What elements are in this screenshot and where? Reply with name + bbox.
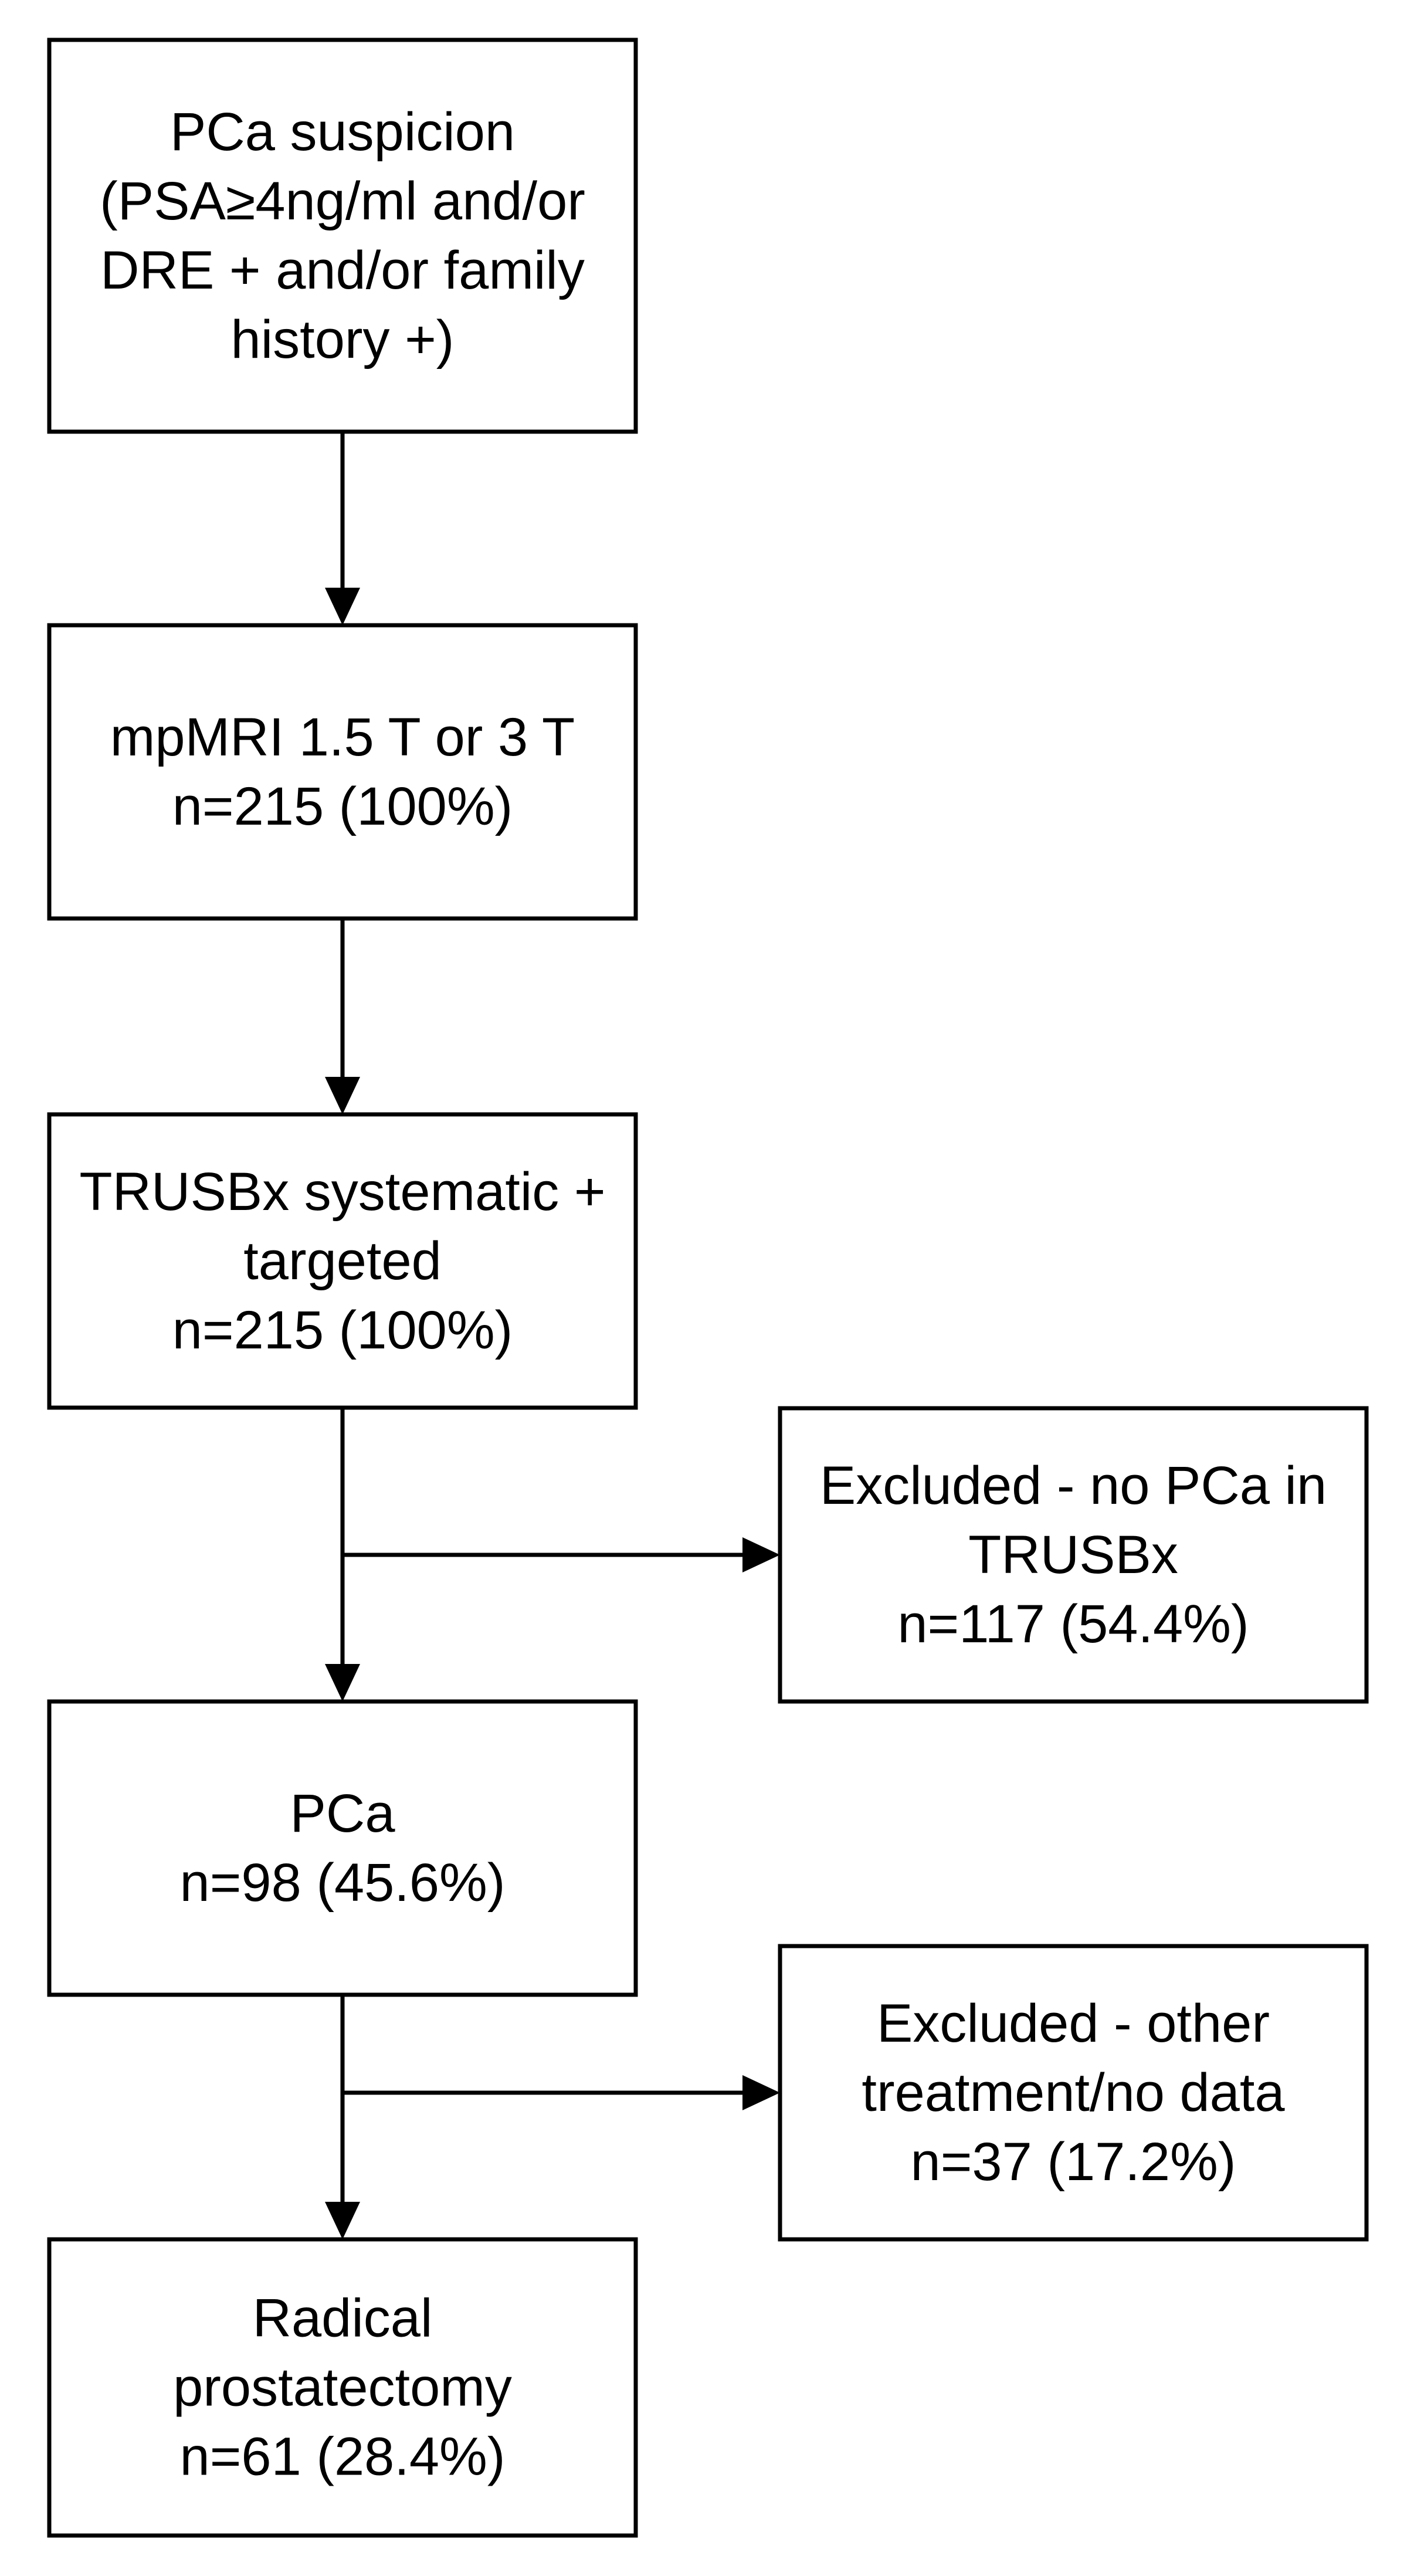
node-label-line: prostatectomy <box>173 2358 512 2418</box>
node-label-line: Excluded - no PCa in <box>820 1456 1327 1516</box>
node-label-line: targeted <box>243 1231 442 1291</box>
node-label-line: PCa <box>290 1784 396 1843</box>
node-box <box>47 623 638 921</box>
edge-mpmri-to-trusbx <box>325 918 360 1114</box>
node-box <box>47 38 638 434</box>
edge-pca-to-radical-prostatectomy <box>325 1995 360 2239</box>
node-trusbx: TRUSBx systematic + targeted n=215 (100%) <box>47 1112 638 1410</box>
node-label-line: (PSA≥4ng/ml and/or <box>100 171 585 231</box>
node-label-line: TRUSBx systematic + <box>79 1162 605 1222</box>
node-box <box>47 1699 638 1997</box>
node-label-line: n=98 (45.6%) <box>180 1853 506 1913</box>
arrowhead <box>325 588 360 625</box>
node-label-line: TRUSBx <box>968 1525 1178 1585</box>
edge-trusbx-to-pca <box>325 1408 360 1701</box>
node-label-line: n=215 (100%) <box>172 1300 513 1360</box>
node-box <box>778 1406 1369 1704</box>
node-label-line: n=117 (54.4%) <box>897 1594 1249 1654</box>
arrowhead <box>742 2075 780 2110</box>
node-mpmri: mpMRI 1.5 T or 3 T n=215 (100%) <box>47 623 638 921</box>
node-excluded-other: Excluded - other treatment/no data n=37 (1… <box>778 1944 1369 2242</box>
edge-pca-to-excluded-other <box>343 2075 780 2110</box>
arrowhead <box>742 1537 780 1572</box>
edge-trusbx-to-excluded-no-pca <box>343 1537 780 1572</box>
node-label-line: mpMRI 1.5 T or 3 T <box>110 707 575 767</box>
node-label-line: n=37 (17.2%) <box>911 2132 1236 2192</box>
arrowhead <box>325 1077 360 1114</box>
node-label-line: Radical <box>253 2289 433 2348</box>
edge-pca-suspicion-to-mpmri <box>325 432 360 625</box>
node-label-line: n=61 (28.4%) <box>180 2427 506 2487</box>
node-label-line: n=215 (100%) <box>172 777 513 836</box>
node-box <box>47 2237 638 2538</box>
node-label-line: Excluded - other <box>877 1994 1270 2053</box>
node-pca: PCa n=98 (45.6%) <box>47 1699 638 1997</box>
connectors <box>325 432 780 2239</box>
arrowhead <box>325 2202 360 2239</box>
node-excluded-no-pca: Excluded - no PCa in TRUSBx n=117 (54.4%) <box>778 1406 1369 1704</box>
node-radical-prostatectomy: Radical prostatectomy n=61 (28.4%) <box>47 2237 638 2538</box>
node-label-line: PCa suspicion <box>170 102 515 162</box>
arrowhead <box>325 1664 360 1701</box>
node-label-line: DRE + and/or family <box>100 240 585 300</box>
node-box <box>47 1112 638 1410</box>
node-label-line: treatment/no data <box>862 2063 1285 2123</box>
node-label-line: history +) <box>231 310 455 370</box>
node-box <box>778 1944 1369 2242</box>
